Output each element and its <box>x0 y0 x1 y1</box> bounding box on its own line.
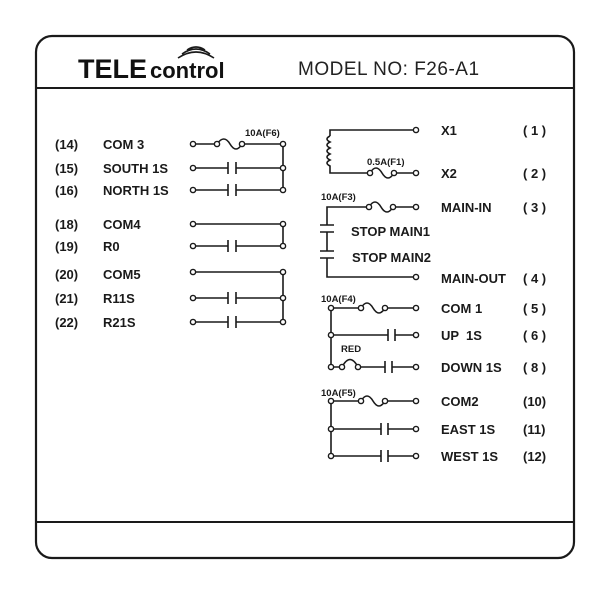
terminal-name: X2 <box>441 166 457 181</box>
terminal-name: R0 <box>103 239 120 254</box>
contact-icon <box>331 423 416 435</box>
terminal-name: COM5 <box>103 267 141 282</box>
terminal-name: SOUTH 1S <box>103 161 168 176</box>
terminal-num: ( 3 ) <box>523 200 546 215</box>
terminal-num: (10) <box>523 394 546 409</box>
terminal-name: NORTH 1S <box>103 183 169 198</box>
fuse-icon <box>331 302 416 314</box>
terminal-name: DOWN 1S <box>441 360 502 375</box>
left-terminals: (14) COM 3 (15) SOUTH 1S (16) NORTH 1S (… <box>55 128 280 330</box>
wire <box>329 129 416 136</box>
terminal-name: MAIN-OUT <box>441 271 506 286</box>
terminal-dots <box>327 126 420 460</box>
terminal-name: WEST 1S <box>441 449 498 464</box>
terminal-num: (19) <box>55 239 78 254</box>
fuse-label: 10A(F5) <box>321 388 356 399</box>
stop-label: STOP MAIN1 <box>351 224 430 239</box>
terminal-name: COM 1 <box>441 301 482 316</box>
logo-light-text: control <box>150 58 225 83</box>
signal-arc-icon <box>177 46 215 59</box>
fuse-icon <box>331 395 416 407</box>
contact-icon <box>193 240 283 252</box>
contact-icon <box>193 316 283 328</box>
terminal-num: ( 1 ) <box>523 123 546 138</box>
fuse-label: 10A(F6) <box>245 128 280 139</box>
terminal-dots <box>189 140 287 326</box>
logo-bold-text: TELE <box>78 54 147 84</box>
model-number: MODEL NO: F26-A1 <box>298 59 480 80</box>
terminal-num: (18) <box>55 217 78 232</box>
fuse-label: 10A(F3) <box>321 192 356 203</box>
contact-icon <box>331 329 416 341</box>
terminal-num: (22) <box>55 315 78 330</box>
terminal-name: COM 3 <box>103 137 144 152</box>
fuse-label: 0.5A(F1) <box>367 157 404 168</box>
coil-icon <box>326 135 370 174</box>
left-wiring <box>189 138 287 328</box>
terminal-name: UP 1S <box>441 328 482 343</box>
red-link-icon <box>331 358 416 373</box>
stop-label: STOP MAIN2 <box>352 250 431 265</box>
fuse-icon <box>369 167 416 179</box>
right-wiring <box>320 126 420 462</box>
terminal-name: R21S <box>103 315 136 330</box>
contact-icon <box>193 184 283 196</box>
fuse-icon <box>193 138 283 150</box>
terminal-num: ( 5 ) <box>523 301 546 316</box>
contact-icon <box>193 292 283 304</box>
terminal-num: ( 4 ) <box>523 271 546 286</box>
fuse-label: RED <box>341 344 361 355</box>
fuse-label: 10A(F4) <box>321 294 356 305</box>
terminal-name: X1 <box>441 123 457 138</box>
terminal-num: (15) <box>55 161 78 176</box>
terminal-num: (11) <box>523 422 545 437</box>
terminal-num: ( 2 ) <box>523 166 546 181</box>
terminal-num: (14) <box>55 137 78 152</box>
contact-icon <box>331 450 416 462</box>
contact-icon <box>193 162 283 174</box>
label-frame <box>34 34 576 560</box>
terminal-name: EAST 1S <box>441 422 496 437</box>
terminal-name: COM4 <box>103 217 141 232</box>
terminal-num: (21) <box>55 291 78 306</box>
right-terminals: X1 ( 1 ) X2 ( 2 ) MAIN-IN ( 3 ) MAIN-OUT… <box>321 123 546 464</box>
terminal-name: COM2 <box>441 394 479 409</box>
terminal-num: (16) <box>55 183 78 198</box>
terminal-name: MAIN-IN <box>441 200 492 215</box>
terminal-num: (12) <box>523 449 546 464</box>
terminal-num: (20) <box>55 267 78 282</box>
terminal-name: R11S <box>103 291 135 306</box>
stop-circuit <box>320 201 416 278</box>
terminal-num: ( 8 ) <box>523 360 546 375</box>
terminal-num: ( 6 ) <box>523 328 546 343</box>
brand-logo: TELE control <box>78 46 225 84</box>
